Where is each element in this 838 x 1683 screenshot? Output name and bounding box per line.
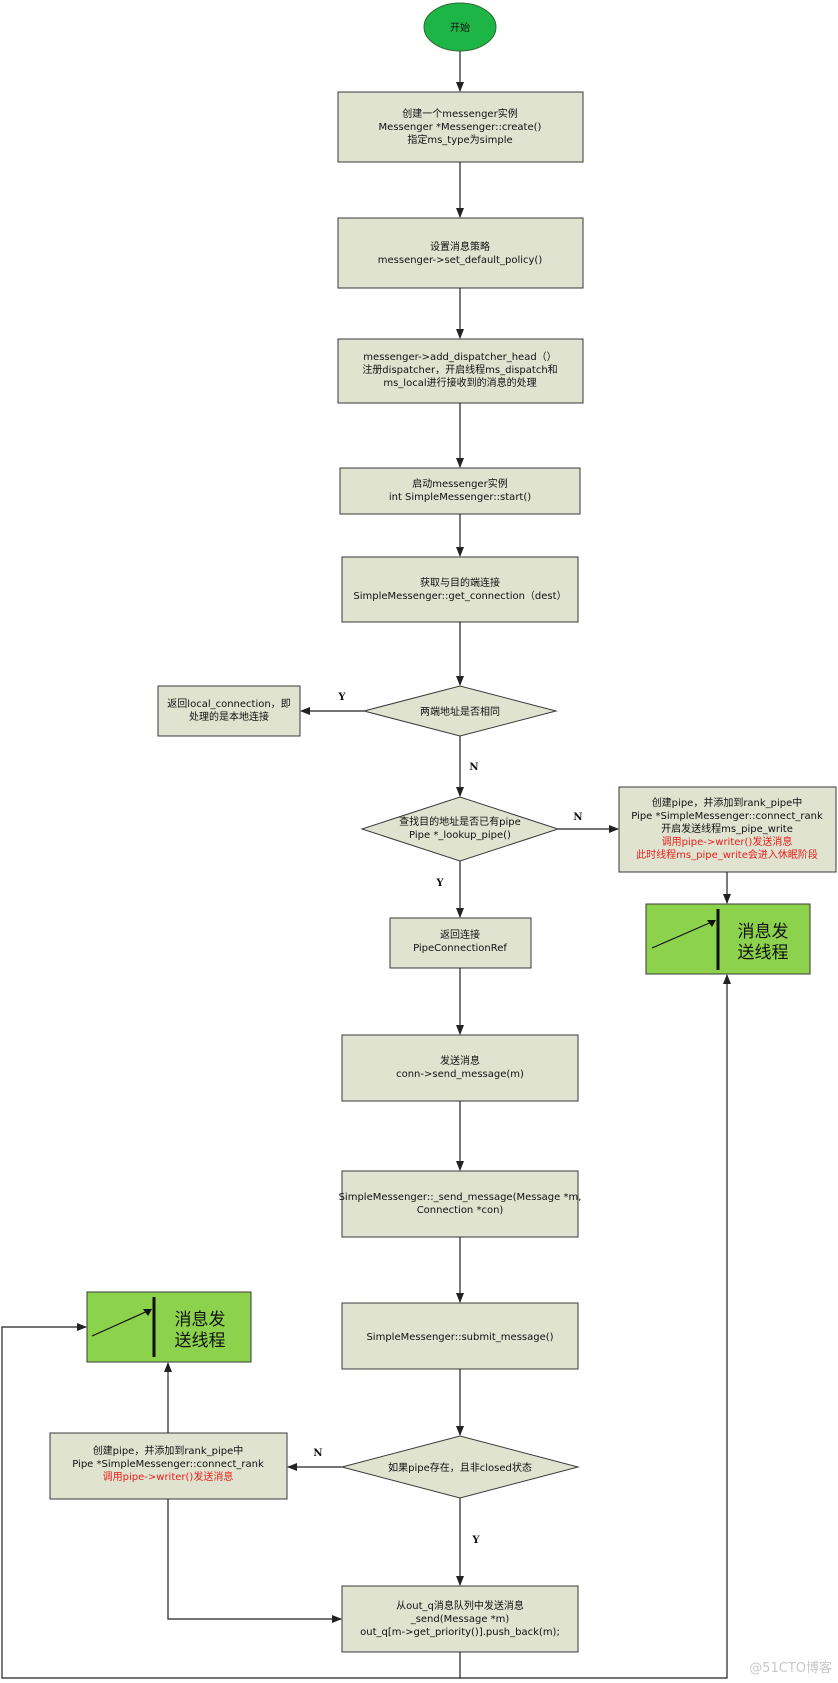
start-node: 开始	[423, 2, 497, 52]
node-create-messenger: 创建一个messenger实例 Messenger *Messenger::cr…	[337, 91, 584, 163]
svg-text:注册dispatcher，开启线程ms_dispatch和: 注册dispatcher，开启线程ms_dispatch和	[362, 363, 557, 376]
node-submit-message: SimpleMessenger::submit_message()	[341, 1302, 579, 1370]
node-send-message: 发送消息 conn->send_message(m)	[341, 1034, 579, 1102]
svg-text:调用pipe->writer()发送消息: 调用pipe->writer()发送消息	[103, 1470, 234, 1483]
svg-text:如果pipe存在，且非closed状态: 如果pipe存在，且非closed状态	[388, 1461, 532, 1474]
svg-text:_send(Message *m): _send(Message *m)	[410, 1614, 510, 1625]
svg-text:out_q[m->get_priority()].push_: out_q[m->get_priority()].push_back(m);	[360, 1627, 560, 1638]
svg-text:messenger->add_dispatcher_head: messenger->add_dispatcher_head（）	[363, 351, 556, 363]
svg-text:获取与目的端连接: 获取与目的端连接	[420, 576, 500, 589]
node-add-dispatcher: messenger->add_dispatcher_head（） 注册dispa…	[337, 338, 584, 404]
svg-text:调用pipe->writer()发送消息: 调用pipe->writer()发送消息	[662, 835, 793, 848]
decision-lookup-pipe: 查找目的地址是否已有pipe Pipe *_lookup_pipe()	[360, 796, 560, 862]
svg-text:消息发: 消息发	[738, 922, 789, 942]
svg-text:返回local_connection，即: 返回local_connection，即	[167, 698, 290, 710]
svg-text:消息发: 消息发	[175, 1310, 226, 1330]
node-get-connection: 获取与目的端连接 SimpleMessenger::get_connection…	[341, 556, 579, 623]
svg-text:PipeConnectionRef: PipeConnectionRef	[413, 943, 507, 954]
svg-text:messenger->set_default_policy(: messenger->set_default_policy()	[378, 255, 543, 266]
edge-label-lookup-no: N	[573, 812, 582, 823]
svg-text:conn->send_message(m): conn->send_message(m)	[396, 1069, 524, 1080]
svg-text:Pipe *SimpleMessenger::connect: Pipe *SimpleMessenger::connect_rank	[72, 1459, 264, 1470]
svg-text:SimpleMessenger::submit_messag: SimpleMessenger::submit_message()	[366, 1332, 553, 1343]
svg-text:发送消息: 发送消息	[440, 1054, 480, 1067]
svg-text:指定ms_type为simple: 指定ms_type为simple	[407, 133, 512, 146]
edge-label-same-yes: Y	[337, 692, 346, 703]
edge-label-lookup-yes: Y	[435, 878, 444, 889]
svg-text:Connection *con): Connection *con)	[417, 1205, 504, 1216]
decision-same-address: 两端地址是否相同	[362, 685, 558, 737]
node-create-pipe-right: 创建pipe，并添加到rank_pipe中 Pipe *SimpleMessen…	[618, 786, 837, 873]
svg-text:创建一个messenger实例: 创建一个messenger实例	[402, 107, 517, 120]
svg-text:送线程: 送线程	[738, 943, 789, 963]
node-create-pipe-left: 创建pipe，并添加到rank_pipe中 Pipe *SimpleMessen…	[49, 1432, 288, 1500]
svg-text:创建pipe，并添加到rank_pipe中: 创建pipe，并添加到rank_pipe中	[93, 1444, 244, 1457]
edge-label-exists-yes: Y	[471, 1535, 480, 1546]
svg-text:SimpleMessenger::_send_message: SimpleMessenger::_send_message(Message *…	[339, 1192, 582, 1203]
svg-text:ms_local进行接收到的消息的处理: ms_local进行接收到的消息的处理	[383, 376, 536, 389]
svg-text:送线程: 送线程	[175, 1331, 226, 1351]
svg-text:从out_q消息队列中发送消息: 从out_q消息队列中发送消息	[396, 1599, 524, 1612]
node-internal-send: SimpleMessenger::_send_message(Message *…	[339, 1170, 582, 1238]
svg-text:开启发送线程ms_pipe_write: 开启发送线程ms_pipe_write	[661, 822, 793, 835]
thread-arrow-icon	[91, 1309, 151, 1337]
svg-text:创建pipe，并添加到rank_pipe中: 创建pipe，并添加到rank_pipe中	[652, 796, 803, 809]
edge-label-same-no: N	[469, 762, 478, 773]
svg-text:Pipe *_lookup_pipe(): Pipe *_lookup_pipe()	[409, 830, 511, 841]
start-label: 开始	[450, 21, 470, 34]
node-start-messenger: 启动messenger实例 int SimpleMessenger::start…	[339, 467, 581, 515]
node-send-thread-left: 消息发 送线程	[86, 1291, 252, 1363]
svg-text:Pipe *SimpleMessenger::connect: Pipe *SimpleMessenger::connect_rank	[631, 811, 823, 822]
thread-arrow-icon	[651, 920, 715, 949]
node-send-thread-right: 消息发 送线程	[645, 903, 811, 975]
svg-text:返回连接: 返回连接	[440, 928, 480, 941]
decision-pipe-exists: 如果pipe存在，且非closed状态	[340, 1435, 580, 1499]
svg-text:查找目的地址是否已有pipe: 查找目的地址是否已有pipe	[399, 815, 521, 828]
node-return-connection: 返回连接 PipeConnectionRef	[389, 917, 532, 969]
watermark: @51CTO博客	[749, 1660, 832, 1676]
svg-text:Messenger *Messenger::create(): Messenger *Messenger::create()	[379, 122, 542, 133]
node-out-queue: 从out_q消息队列中发送消息 _send(Message *m) out_q[…	[341, 1585, 579, 1653]
svg-text:启动messenger实例: 启动messenger实例	[412, 477, 507, 490]
svg-text:设置消息策略: 设置消息策略	[430, 240, 490, 253]
edges	[1, 51, 731, 1679]
node-set-policy: 设置消息策略 messenger->set_default_policy()	[337, 217, 584, 289]
node-local-connection: 返回local_connection，即 处理的是本地连接	[157, 685, 301, 737]
svg-text:处理的是本地连接: 处理的是本地连接	[189, 710, 269, 723]
svg-text:此时线程ms_pipe_write会进入休眠阶段: 此时线程ms_pipe_write会进入休眠阶段	[636, 848, 818, 861]
svg-text:SimpleMessenger::get_connectio: SimpleMessenger::get_connection（dest）	[353, 590, 566, 602]
edge-label-exists-no: N	[313, 1448, 322, 1459]
svg-text:两端地址是否相同: 两端地址是否相同	[420, 705, 500, 718]
svg-text:int SimpleMessenger::start(): int SimpleMessenger::start()	[389, 492, 531, 503]
